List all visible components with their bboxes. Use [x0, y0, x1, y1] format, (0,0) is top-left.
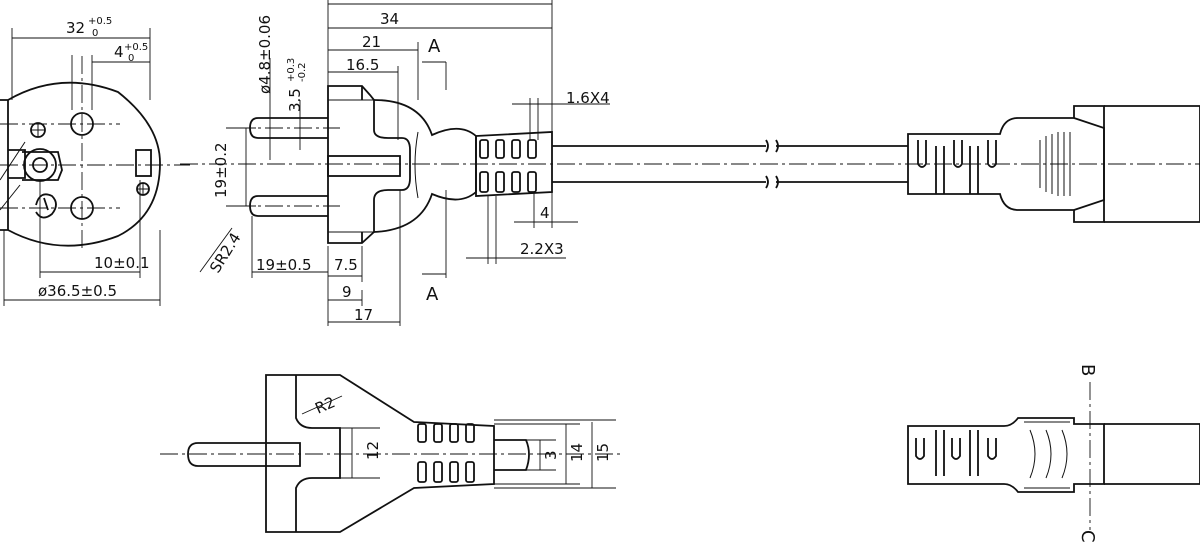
logo-mark	[35, 193, 57, 219]
dim-slot-gap: 2.2X3	[520, 240, 564, 258]
marker-b: B	[1077, 364, 1098, 376]
connector-ribs	[1039, 132, 1071, 196]
dim-14: 14	[568, 443, 586, 462]
dim-pin-spacing: 10±0.1	[94, 254, 150, 272]
dim-pin-spacing-side: 19±0.2	[212, 142, 230, 198]
dim-15: 15	[594, 443, 612, 462]
top-view: R2 12 3 14 15	[160, 374, 620, 533]
section-marker-bottom: A	[426, 284, 439, 305]
front-view: 32 +0.5 0 4 +0.5 0 10±0.1 ø36.5±0.5	[0, 16, 190, 306]
dim-offset-tol-upper: +0.5	[124, 42, 148, 53]
section-marker-top: A	[428, 36, 441, 57]
dim-offset-tol-lower: 0	[128, 53, 134, 64]
strain-slots-upper	[479, 139, 537, 159]
dim-diameter: ø36.5±0.5	[38, 282, 117, 300]
dim-9: 9	[342, 283, 352, 301]
dim-pin-tip-tol-upper: +0.3	[286, 58, 297, 82]
earth-clip	[135, 149, 152, 177]
side-view: 34 21 16.5 A A ø4.8±0.06 3.5 +0.3 -0.2 1…	[180, 0, 1200, 326]
dim-16-5: 16.5	[346, 56, 379, 74]
dim-pin-length: 19±0.5	[256, 256, 312, 274]
top-strain-slots	[417, 423, 475, 483]
dim-radius-top: R2	[312, 393, 338, 418]
dim-pin-tip-tol-lower: -0.2	[297, 62, 308, 82]
connector-view-ribs	[915, 421, 1070, 489]
dim-21: 21	[362, 33, 381, 51]
connector-grip-slots	[917, 140, 997, 194]
dim-12: 12	[364, 441, 382, 460]
dim-4: 4	[540, 204, 550, 222]
dim-width: 32	[66, 19, 85, 37]
dim-width-tol-lower: 0	[92, 28, 98, 39]
plug-body	[327, 85, 411, 244]
connector-view: B C	[907, 364, 1200, 543]
top-pin	[187, 442, 301, 467]
dim-width-tol-upper: +0.5	[88, 16, 112, 27]
dim-34: 34	[380, 10, 399, 28]
connector-head	[1104, 105, 1200, 223]
dim-slot-width: 1.6X4	[566, 89, 610, 107]
connector-view-body	[907, 417, 1105, 493]
dim-17: 17	[354, 306, 373, 324]
marker-c: C	[1077, 530, 1098, 543]
dim-offset: 4	[114, 43, 124, 61]
top-cable-stub	[494, 439, 530, 471]
dim-3: 3	[542, 450, 560, 460]
dim-pin-tip: 3.5	[286, 88, 304, 112]
strain-slots-lower	[479, 171, 537, 193]
dim-pin-diameter: ø4.8±0.06	[256, 15, 274, 94]
dim-radius-side: SR2.4	[206, 229, 244, 276]
dim-7-5: 7.5	[334, 256, 358, 274]
